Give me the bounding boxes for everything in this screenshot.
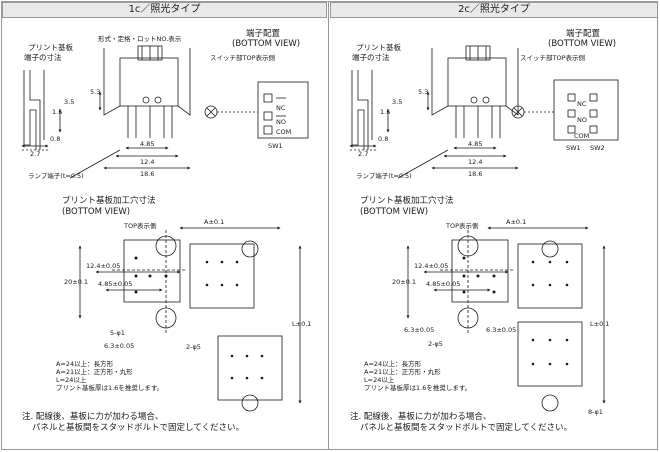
left-cutout-plan: [78, 226, 302, 412]
right-legend-line: L=24以上: [364, 376, 395, 384]
left-legend: A=24以上：長方形 A=21以上：正方形・丸形 L=24以上 プリント基板厚は…: [56, 360, 163, 392]
left-legend-line: A=21以上：正方形・丸形: [56, 368, 133, 376]
right-switch-top-label: スイッチ部TOP表示側: [520, 53, 586, 62]
left-pcb-term-label-2: 端子の寸法: [24, 52, 62, 62]
right-cut-dim-l: L±0.1: [590, 320, 609, 328]
left-sw1-label: SW1: [268, 142, 283, 150]
right-panel: [349, 45, 619, 412]
right-note-line-2: パネルと基板間をスタッドボルトで固定してください。: [360, 423, 572, 433]
left-pcb-term-label-1: プリント基板: [28, 42, 73, 52]
left-cut-dim-124: 12.4±0.05: [86, 262, 120, 270]
left-cut-dim-485: 4.85±0.05: [98, 280, 132, 288]
left-top-side-label: TOP表示側: [123, 221, 157, 230]
right-dim-186: 18.6: [468, 170, 482, 178]
left-pin-no: NO: [276, 118, 286, 126]
right-cutout-holes: [462, 256, 569, 366]
left-dim-15: 1.5: [52, 108, 62, 116]
right-sw1-label: SW1: [566, 144, 581, 152]
left-cut-hole2: 2-φ5: [186, 343, 201, 351]
right-dim-15: 1.5: [380, 108, 390, 116]
left-terminal-profile: [22, 70, 50, 151]
left-terminal-title-2: (BOTTOM VIEW): [232, 39, 300, 49]
right-pin-no: NO: [577, 116, 587, 124]
right-terminal-title-2: (BOTTOM VIEW): [548, 39, 616, 49]
right-note-line-1: 注. 配線後、基板に力が加わる場合、: [350, 412, 492, 422]
left-dim-124: 12.4: [140, 158, 154, 166]
left-dim-485: 4.85: [140, 140, 154, 148]
right-legend-line: プリント基板厚は1.6を推奨します。: [364, 384, 472, 392]
right-top-side-label: TOP表示側: [445, 221, 479, 230]
left-cut-dim-l: L±0.1: [292, 320, 311, 328]
right-dim-485: 4.85: [468, 140, 482, 148]
right-pin-nc: NC: [577, 100, 587, 108]
right-legend-line: A=24以上：長方形: [364, 360, 422, 368]
right-terminal-arrangement: [511, 79, 619, 141]
left-cut-hole1: 5-φ1: [110, 329, 125, 337]
right-cut-dim-63b: 6.3±0.05: [486, 326, 516, 334]
right-dim-53: 5.3: [418, 88, 428, 96]
right-cut-hole1: 8-φ1: [588, 408, 603, 416]
left-pin-nc: NC: [276, 104, 286, 112]
left-cut-dim-a: A±0.1: [204, 218, 224, 226]
right-dim-35: 3.5: [392, 98, 402, 106]
left-lamp-label: ランプ端子(t=0.5): [28, 171, 84, 180]
left-cutout-title-1: プリント基板加工穴寸法: [62, 195, 156, 206]
right-legend-line: A=21以上：正方形・丸形: [364, 368, 441, 376]
left-switch-top-label: スイッチ部TOP表示側: [210, 53, 276, 62]
left-terminal-title-1: 端子配置: [246, 28, 281, 39]
left-cut-dim-20: 20±0.1: [64, 278, 88, 286]
right-dim-27: 2.7: [358, 150, 368, 158]
left-dim-186: 18.6: [140, 170, 154, 178]
left-dim-35: 3.5: [64, 98, 74, 106]
right-note: 注. 配線後、基板に力が加わる場合、 パネルと基板間をスタッドボルトで固定してく…: [350, 412, 572, 434]
left-dim-53: 5.3: [90, 88, 100, 96]
right-cutout-title-1: プリント基板加工穴寸法: [360, 195, 454, 206]
left-note-line-2: パネルと基板間をスタッドボルトで固定してください。: [32, 423, 244, 433]
left-cut-dim-63: 6.3±0.05: [104, 342, 134, 350]
right-cut-dim-63a: 6.3±0.05: [404, 326, 434, 334]
left-dim-27: 2.7: [30, 150, 40, 158]
left-switch-side-view: [103, 45, 191, 138]
right-dim-124: 12.4: [468, 158, 482, 166]
right-cut-dim-20: 20±0.1: [392, 278, 416, 286]
right-cut-dim-a: A±0.1: [506, 218, 526, 226]
right-cut-dim-124: 12.4±0.05: [414, 262, 448, 270]
right-terminal-profile: [350, 70, 378, 151]
right-terminal-title-1: 端子配置: [566, 28, 601, 39]
left-terminal-arrangement: [204, 81, 309, 139]
right-legend: A=24以上：長方形 A=21以上：正方形・丸形 L=24以上 プリント基板厚は…: [364, 360, 471, 392]
right-pcb-term-label-1: プリント基板: [356, 42, 401, 52]
right-cut-dim-485: 4.85±0.05: [426, 280, 460, 288]
right-cutout-title-2: (BOTTOM VIEW): [360, 207, 428, 217]
left-dim-08: 0.8: [50, 135, 60, 143]
right-cut-hole2: 2-φ5: [428, 340, 443, 348]
right-switch-side-view: [431, 45, 519, 138]
left-note-line-1: 注. 配線後、基板に力が加わる場合、: [22, 412, 164, 422]
left-legend-line: A=24以上：長方形: [56, 360, 114, 368]
panel-divider: [328, 2, 329, 450]
right-cutout-plan: [406, 226, 606, 412]
left-cutout-holes: [134, 256, 264, 380]
left-model-label: 形式・定格・ロットNO.表示: [98, 34, 182, 43]
right-sw2-label: SW2: [590, 144, 605, 152]
right-pcb-term-label-2: 端子の寸法: [352, 52, 390, 62]
left-legend-line: L=24以上: [56, 376, 87, 384]
left-pin-com: COM: [276, 128, 291, 136]
left-note: 注. 配線後、基板に力が加わる場合、 パネルと基板間をスタッドボルトで固定してく…: [22, 412, 244, 434]
left-panel-header: 1c／照光タイプ: [2, 2, 327, 18]
right-lamp-label: ランプ端子(t=0.5): [356, 171, 412, 180]
right-dim-08: 0.8: [378, 135, 388, 143]
left-panel: [21, 45, 309, 412]
left-legend-line: プリント基板厚は1.6を推奨します。: [56, 384, 164, 392]
right-panel-header: 2c／照光タイプ: [330, 2, 658, 18]
left-cutout-title-2: (BOTTOM VIEW): [62, 207, 130, 217]
right-pin-com: COM: [574, 132, 589, 140]
